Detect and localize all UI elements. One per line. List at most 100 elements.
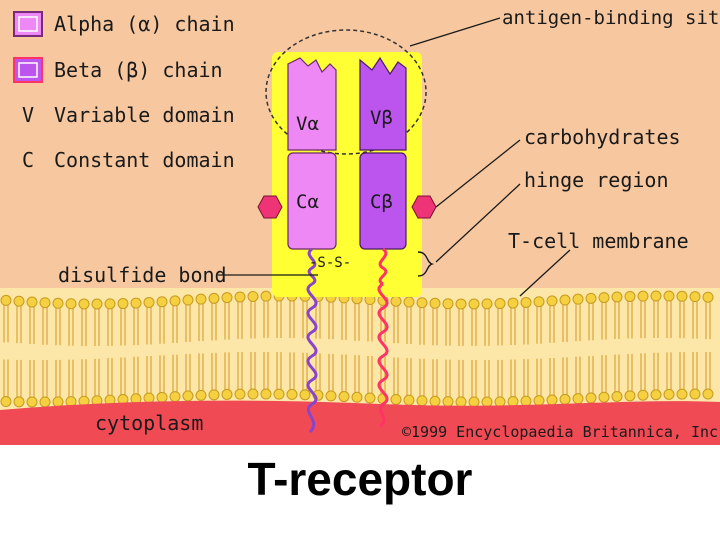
- lipid-head: [208, 292, 220, 304]
- lipid-tail: [42, 307, 48, 397]
- lipid-tail: [276, 301, 282, 390]
- lipid-head: [585, 292, 597, 304]
- lipid-tail: [510, 308, 516, 397]
- lipid-tail: [484, 308, 490, 397]
- lipid-tail: [562, 305, 568, 395]
- lipid-head: [247, 388, 259, 400]
- lipid-head: [0, 396, 12, 408]
- legend-c-key: C: [22, 148, 34, 172]
- lipid-tail: [549, 305, 555, 396]
- label-membrane: T-cell membrane: [508, 229, 689, 253]
- label-v-beta: Vβ: [370, 107, 393, 129]
- lipid-tail: [341, 302, 347, 392]
- hinge-brace: [417, 251, 435, 277]
- lipid-head: [689, 388, 701, 400]
- lipid-head: [143, 296, 155, 308]
- lipid-head: [611, 291, 623, 303]
- lipid-head: [143, 392, 155, 404]
- legend-v-key: V: [22, 103, 34, 127]
- lipid-head: [234, 291, 246, 303]
- lipid-tails: [3, 301, 711, 397]
- lipid-tail: [55, 308, 61, 397]
- lipid-tail: [107, 308, 113, 396]
- lipid-tail: [393, 306, 399, 395]
- legend-beta: Beta (β) chain: [54, 58, 223, 82]
- lipid-head: [494, 298, 506, 310]
- lipid-tail: [29, 307, 35, 397]
- lipid-head: [13, 295, 25, 307]
- lipid-head: [39, 396, 51, 408]
- copyright-text: ©1999 Encyclopaedia Britannica, Inc.: [402, 423, 720, 441]
- lipid-tail: [68, 308, 74, 397]
- lipid-head: [169, 295, 181, 307]
- lipid-tail: [627, 301, 633, 391]
- lipid-head: [338, 391, 350, 403]
- lipid-head: [234, 388, 246, 400]
- label-hinge-region: hinge region: [524, 168, 669, 192]
- lipid-head: [286, 388, 298, 400]
- lipid-tail: [81, 308, 87, 397]
- lipid-head: [182, 390, 194, 402]
- lipid-head: [494, 396, 506, 408]
- lipid-head: [26, 396, 38, 408]
- lipid-tail: [523, 307, 529, 397]
- lipid-head: [637, 389, 649, 401]
- label-v-alpha: Vα: [296, 113, 319, 135]
- lipid-head: [247, 290, 259, 302]
- leader-hinge-region: [435, 183, 521, 263]
- lipid-head: [52, 297, 64, 309]
- lipid-tail: [419, 307, 425, 396]
- lipid-head: [195, 293, 207, 305]
- lipid-head: [351, 391, 363, 403]
- lipid-tail: [211, 303, 217, 390]
- lipid-tail: [146, 307, 152, 394]
- lipid-head: [624, 390, 636, 402]
- lipid-head: [702, 291, 714, 303]
- lipid-head: [546, 295, 558, 307]
- lipid-head: [455, 298, 467, 310]
- lipid-head: [78, 298, 90, 310]
- lipid-head: [650, 290, 662, 302]
- lipid-tail: [198, 304, 204, 391]
- lipid-tail: [172, 305, 178, 392]
- lipid-head: [572, 393, 584, 405]
- lipid-tail: [536, 306, 542, 396]
- beta-swatch-inner: [18, 62, 38, 78]
- figure-caption: T-receptor: [247, 453, 473, 505]
- leader-antigen-binding-site: [409, 17, 501, 47]
- lipid-tail: [159, 306, 165, 393]
- lipid-head: [390, 295, 402, 307]
- lipid-head: [546, 394, 558, 406]
- leader-membrane: [519, 249, 571, 297]
- lipid-head: [663, 290, 675, 302]
- t-cell-receptor-diagram: Alpha (α) chain Beta (β) chain V Variabl…: [0, 0, 720, 445]
- label-antigen-binding-site: antigen-binding site: [502, 7, 720, 29]
- lipid-head: [403, 296, 415, 308]
- lipid-head: [325, 390, 337, 402]
- lipid-tail: [3, 305, 9, 397]
- lipid-tail: [328, 302, 334, 391]
- lipid-head: [182, 294, 194, 306]
- lipid-head: [156, 296, 168, 308]
- lipid-tail: [302, 301, 308, 390]
- lipid-head: [520, 395, 532, 407]
- leader-carbohydrates: [435, 139, 521, 208]
- lipid-tail: [575, 304, 581, 394]
- alpha-swatch: [13, 11, 43, 37]
- legend-v-text: Variable domain: [54, 103, 235, 127]
- lipid-head: [130, 297, 142, 309]
- lipid-head: [416, 297, 428, 309]
- lipid-head: [637, 290, 649, 302]
- lipid-tail: [614, 301, 620, 392]
- lipid-head: [260, 290, 272, 302]
- label-ss-bond: -S-S-: [309, 255, 351, 271]
- lipid-head: [39, 297, 51, 309]
- lipid-tail: [224, 302, 230, 390]
- lipid-tail: [367, 304, 373, 394]
- legend-c-text: Constant domain: [54, 148, 235, 172]
- hinge-beta: [378, 247, 388, 286]
- lipid-head: [65, 298, 77, 310]
- beta-swatch: [13, 57, 43, 83]
- lipid-tail: [445, 308, 451, 397]
- label-disulfide-bond: disulfide bond: [58, 263, 227, 287]
